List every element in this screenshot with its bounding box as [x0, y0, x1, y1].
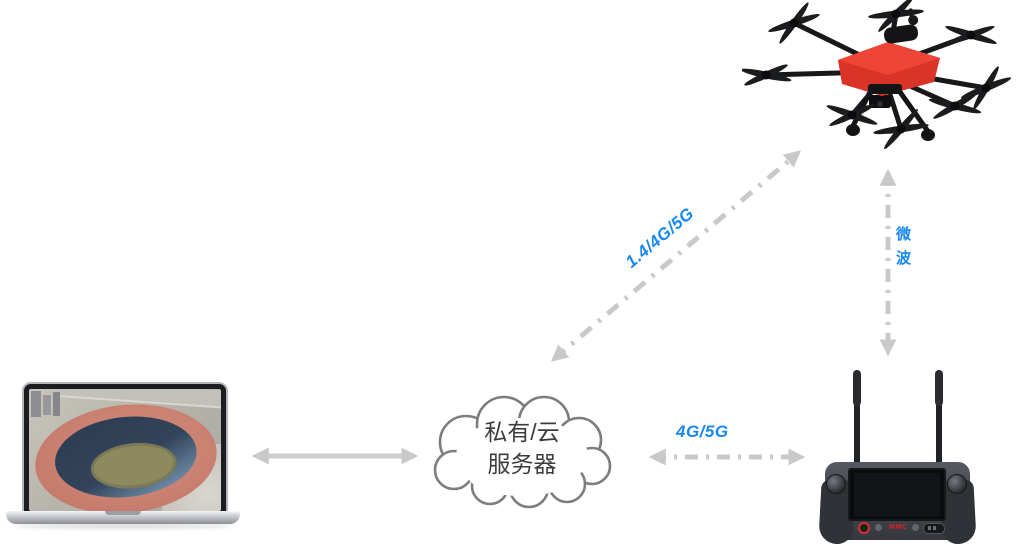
- cloud-server-label: 私有/云 服务器: [424, 416, 620, 480]
- laptop-base: [6, 511, 240, 524]
- link-cloud-drone: [550, 150, 802, 362]
- stadium: [29, 395, 221, 511]
- drone-propellers: [742, 0, 1012, 150]
- link-label-drone-controller: 微波: [894, 226, 911, 274]
- controller-joystick-right: [947, 474, 967, 494]
- drone-body: [838, 8, 940, 96]
- link-label-cloud-controller: 4G/5G: [676, 422, 729, 441]
- drone-foot: [921, 129, 935, 141]
- controller-rocker-switch: [923, 523, 945, 534]
- controller-body: MMC: [818, 462, 977, 545]
- cloud-label-line2: 服务器: [487, 451, 557, 477]
- controller-button: [875, 524, 882, 531]
- drone-camera-lens: [877, 101, 883, 107]
- remote-controller: MMC: [818, 368, 1018, 545]
- laptop-shadow: [14, 524, 232, 528]
- controller-joystick-left: [826, 474, 846, 494]
- building: [53, 392, 60, 416]
- ground-station-laptop: [6, 380, 240, 530]
- controller-screen: [848, 468, 946, 521]
- laptop-notch: [105, 511, 141, 515]
- laptop-screen-aerial-stadium-image: [29, 389, 221, 511]
- cloud-icon: [433, 395, 612, 509]
- drone-illustration: [742, 0, 1012, 150]
- controller-button: [912, 524, 919, 531]
- controller-brand-logo: MMC: [889, 524, 908, 531]
- controller-power-button: [858, 522, 870, 534]
- cloud-server-node: 私有/云 服务器: [424, 394, 620, 509]
- controller-antenna-right: [935, 370, 943, 468]
- drone-foot: [846, 124, 860, 136]
- building: [43, 395, 51, 415]
- controller-antenna-left: [853, 370, 861, 468]
- laptop-lid: [22, 382, 228, 518]
- cloud-label-line1: 私有/云: [484, 419, 560, 445]
- building: [31, 391, 41, 417]
